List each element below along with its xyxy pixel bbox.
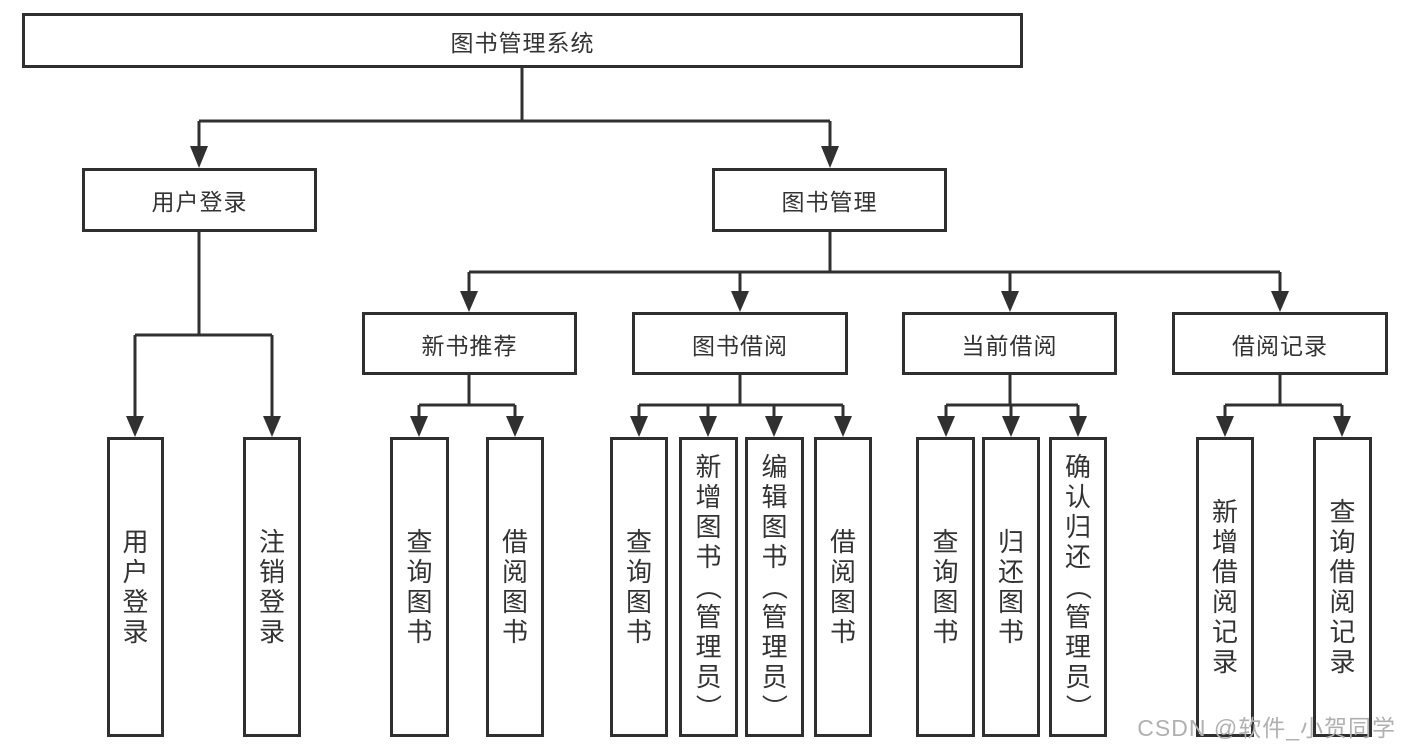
node-user-login: 用户登录 (82, 168, 317, 232)
connector-borrow-to-leaves (630, 375, 852, 437)
node-label: 查询借阅记录 (1329, 497, 1356, 677)
node-book-management: 图书管理 (712, 168, 947, 232)
node-label: 图书借阅 (692, 332, 788, 359)
node-label: 图书管理系统 (450, 29, 595, 56)
node-label: 归还图书 (997, 527, 1024, 647)
node-label: 查询图书 (406, 527, 433, 647)
node-new-book-recommend: 新书推荐 (362, 312, 577, 375)
node-label: 当前借阅 (961, 332, 1058, 359)
node-label: 新增借阅记录 (1211, 497, 1238, 677)
node-label: 新书推荐 (421, 332, 518, 359)
leaf-query-books-recommend: 查询图书 (390, 437, 449, 737)
node-label: 确认归还（管理员） (1062, 452, 1093, 721)
node-label: 借阅图书 (501, 527, 528, 647)
connector-newbooks-to-leaves (410, 375, 524, 437)
connector-login-to-leaves (126, 232, 281, 437)
leaf-borrow-books-recommend: 借阅图书 (486, 437, 544, 737)
leaf-edit-book-admin: 编辑图书（管理员） (745, 437, 804, 737)
node-label: 用户登录 (122, 527, 149, 647)
node-label: 编辑图书（管理员） (759, 452, 790, 721)
connector-current-to-leaves (937, 375, 1087, 437)
node-label: 查询图书 (625, 527, 652, 647)
node-label: 图书管理 (781, 189, 878, 215)
node-label: 用户登录 (151, 189, 248, 215)
csdn-watermark: CSDN @软件_小贺同学 (1137, 715, 1396, 741)
connector-mgmt-to-level3 (460, 232, 1289, 312)
node-label: 注销登录 (258, 527, 285, 647)
leaf-query-books-current: 查询图书 (916, 437, 975, 737)
leaf-query-books-borrow: 查询图书 (610, 437, 668, 737)
leaf-add-borrow-record: 新增借阅记录 (1196, 437, 1254, 737)
leaf-logout: 注销登录 (243, 437, 301, 737)
node-label: 查询图书 (932, 527, 959, 647)
node-label: 新增图书（管理员） (693, 452, 724, 721)
connector-records-to-leaves (1216, 375, 1351, 437)
leaf-add-book-admin: 新增图书（管理员） (679, 437, 738, 737)
node-label: 借阅记录 (1232, 332, 1328, 359)
node-library-management-system: 图书管理系统 (22, 13, 1023, 68)
node-book-borrowing: 图书借阅 (632, 312, 848, 375)
leaf-confirm-return-admin: 确认归还（管理员） (1049, 437, 1107, 737)
node-label: 借阅图书 (829, 527, 856, 647)
connector-root-to-level2 (190, 68, 839, 168)
node-borrow-records: 借阅记录 (1172, 312, 1388, 375)
leaf-user-login: 用户登录 (107, 437, 164, 737)
node-current-borrowing: 当前借阅 (902, 312, 1117, 375)
leaf-return-book: 归还图书 (982, 437, 1040, 737)
leaf-query-borrow-record: 查询借阅记录 (1313, 437, 1372, 737)
leaf-borrow-books: 借阅图书 (814, 437, 872, 737)
